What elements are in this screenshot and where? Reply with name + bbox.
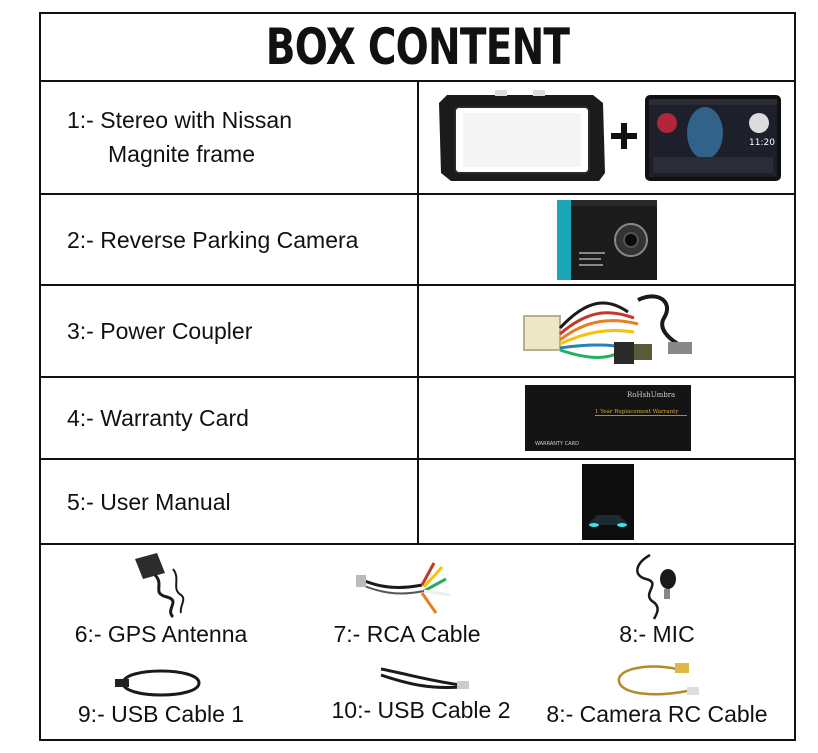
item-image-cell: RoHshUmbra 1 Year Replacement Warranty W…: [421, 378, 794, 458]
accessory-label: 8:- Camera RC Cable: [546, 701, 768, 727]
user-manual-image: [581, 463, 634, 540]
usb-cable-icon: [380, 667, 469, 689]
item-label: 1:- Stereo with Nissan: [67, 106, 292, 133]
item-row-warranty-card: 4:- Warranty Card RoHshUmbra 1 Year Repl…: [41, 378, 794, 460]
accessory-rca-cable: 7:- RCA Cable: [287, 549, 527, 648]
accessory-label: 9:- USB Cable 1: [77, 701, 245, 727]
gps-antenna-icon: [135, 553, 185, 619]
mic-icon: [636, 553, 676, 620]
mounting-frame-icon: [438, 89, 605, 181]
camera-rc-cable-icon: [617, 663, 699, 696]
item-image-cell: [421, 286, 794, 376]
accessory-usb-cable-1: 9:- USB Cable 1: [41, 665, 281, 728]
item-label: 2:- Reverse Parking Camera: [67, 226, 359, 253]
title-row: BOX CONTENT: [41, 14, 794, 82]
item-image-cell: [421, 460, 794, 543]
rca-cable-icon: [356, 562, 451, 614]
accessory-camera-rc-cable: 8:- Camera RC Cable: [537, 661, 777, 728]
accessory-gps-antenna: 6:- GPS Antenna: [41, 549, 281, 648]
warranty-line: 1 Year Replacement Warranty: [595, 409, 679, 415]
accessories-section: 6:- GPS Antenna 7:- RCA Cable 8:- MIC: [41, 545, 794, 741]
warranty-card-image: RoHshUmbra 1 Year Replacement Warranty W…: [524, 385, 691, 451]
stereo-clock: 11:20: [749, 138, 775, 148]
warranty-brand: RoHshUmbra: [627, 391, 675, 399]
item-label-cell: 2:- Reverse Parking Camera: [41, 195, 419, 284]
box-content-sheet: BOX CONTENT 1:- Stereo with Nissan Magni…: [39, 12, 796, 741]
plus-icon: [610, 122, 637, 149]
page-title: BOX CONTENT: [265, 18, 570, 76]
item-label: 5:- User Manual: [67, 488, 231, 515]
item-label-cell: 5:- User Manual: [41, 460, 419, 543]
item-row-stereo: 1:- Stereo with Nissan Magnite frame: [41, 80, 794, 195]
stereo-with-frame-image: 11:20: [438, 89, 781, 181]
item-row-camera: 2:- Reverse Parking Camera: [41, 195, 794, 286]
item-image-cell: 11:20: [421, 80, 794, 193]
camera-box-image: [556, 199, 657, 280]
accessory-label: 8:- MIC: [619, 621, 695, 647]
item-image-cell: [421, 195, 794, 284]
stereo-screen-icon: 11:20: [644, 94, 781, 181]
accessory-label: 7:- RCA Cable: [333, 621, 481, 647]
power-coupler-image: [522, 294, 692, 364]
item-label: 3:- Power Coupler: [67, 318, 253, 344]
item-row-user-manual: 5:- User Manual: [41, 460, 794, 545]
item-label-continued: Magnite frame: [108, 140, 256, 167]
accessory-mic: 8:- MIC: [537, 549, 777, 648]
item-label-cell: 4:- Warranty Card: [41, 378, 419, 458]
item-label: 4:- Warranty Card: [67, 405, 249, 431]
accessory-label: 10:- USB Cable 2: [331, 697, 511, 723]
usb-cable-icon: [115, 669, 201, 697]
warranty-footer: WARRANTY CARD: [535, 441, 579, 447]
item-label-cell: 3:- Power Coupler: [41, 286, 419, 376]
accessory-usb-cable-2: 10:- USB Cable 2: [301, 661, 541, 724]
accessory-label: 6:- GPS Antenna: [74, 621, 248, 647]
item-label-cell: 1:- Stereo with Nissan Magnite frame: [41, 80, 419, 193]
item-row-power-coupler: 3:- Power Coupler: [41, 286, 794, 378]
